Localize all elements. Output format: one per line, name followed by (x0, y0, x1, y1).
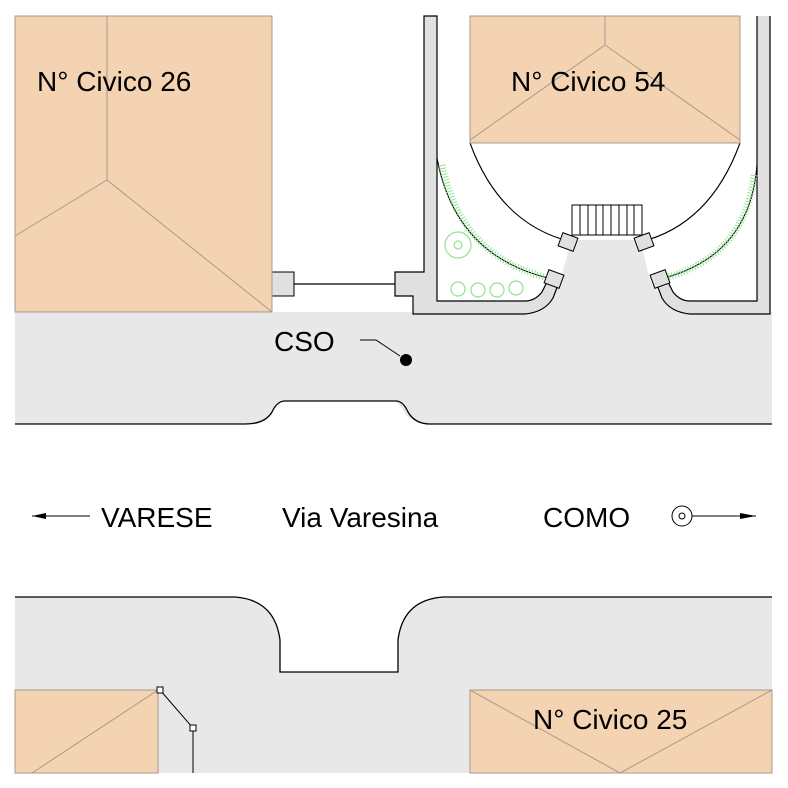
arrow-left-icon (32, 513, 90, 519)
building-civico-26 (14, 15, 273, 313)
label-como: COMO (543, 502, 630, 533)
label-street: Via Varesina (282, 502, 439, 533)
road-edge-north (15, 400, 772, 425)
garden-arc-outer-right (663, 164, 758, 279)
garden-arc-inner-right (639, 142, 741, 243)
label-civico-25: N° Civico 25 (533, 704, 687, 735)
building-civico-54 (469, 15, 741, 144)
hedge-left (438, 164, 546, 281)
building-south-west (14, 689, 159, 774)
garden-arc-outer (436, 157, 549, 279)
label-civico-26: N° Civico 26 (37, 66, 191, 97)
label-cso: CSO (274, 326, 335, 357)
pillars (543, 232, 671, 289)
survey-point (189, 724, 197, 732)
shrubs (444, 231, 524, 298)
label-varese: VARESE (101, 502, 213, 533)
label-civico-54: N° Civico 54 (511, 66, 665, 97)
building-civico-25 (469, 689, 773, 774)
cso-point-icon (400, 354, 412, 366)
road-edge-south (15, 596, 772, 673)
garden-wall (394, 15, 559, 315)
cso-leader (360, 339, 401, 357)
road-north-side (15, 312, 772, 424)
garden-arc-inner (469, 142, 573, 243)
hedge-right (667, 174, 758, 281)
arrow-right-icon (671, 505, 756, 527)
survey-point (156, 686, 164, 694)
stairs (571, 204, 643, 236)
gate-post (271, 271, 295, 297)
driveway (530, 240, 690, 314)
